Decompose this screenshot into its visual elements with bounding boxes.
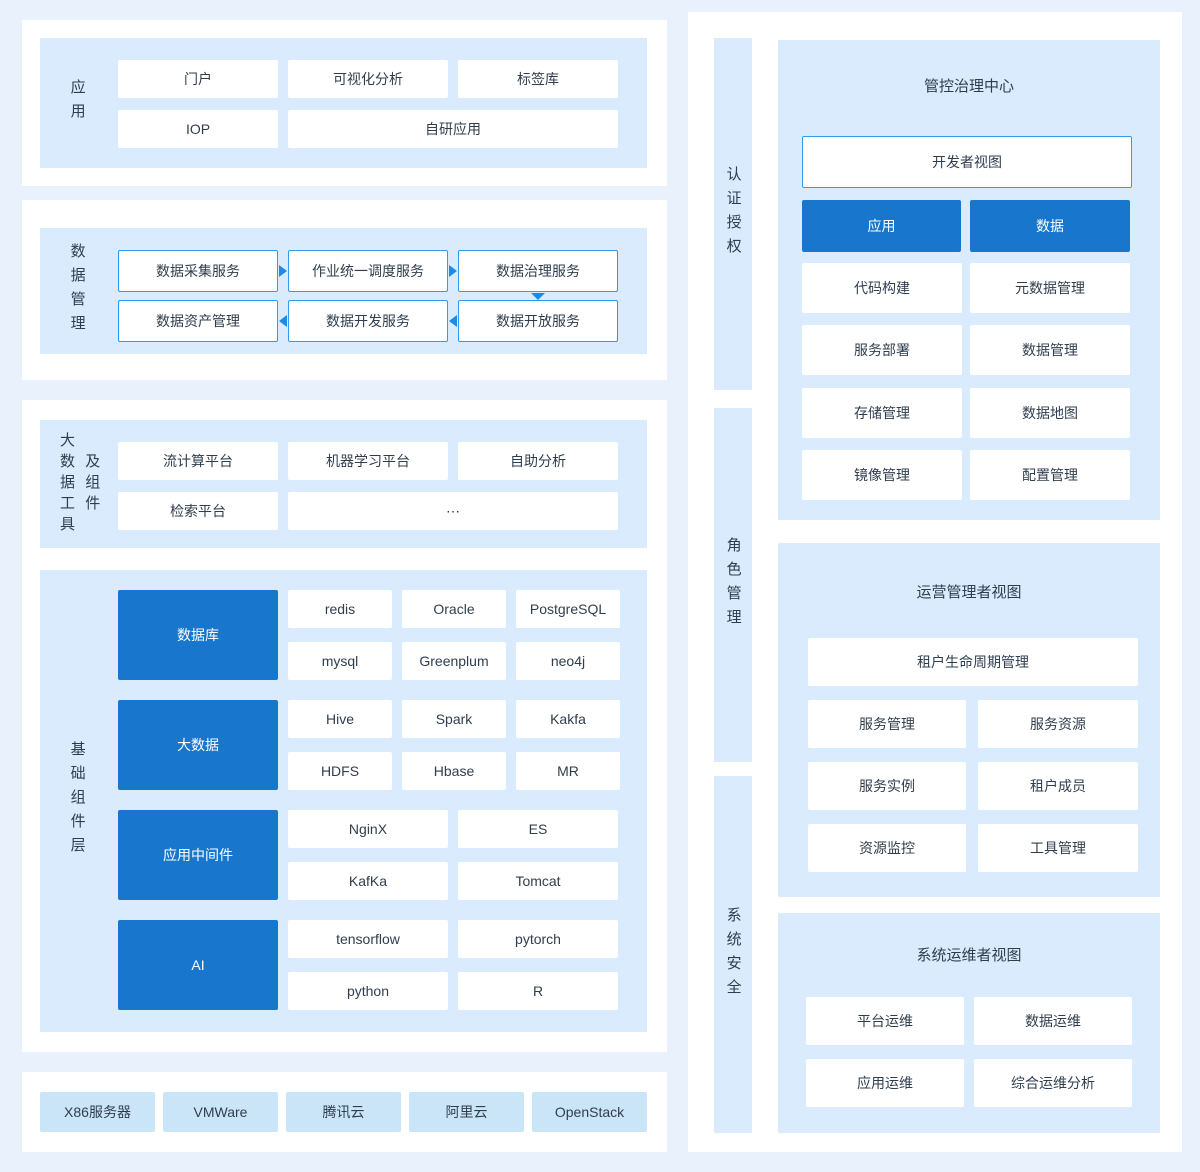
bar-authentication: 认证授权 [714, 38, 752, 390]
data-mgmt-label: 数据管理 [68, 243, 86, 339]
base-layer-label-wrap: 基础组件层 [52, 570, 102, 1032]
op-box-resource-monitor: 资源监控 [808, 824, 966, 872]
tools-label-main: 大数据工具 [58, 431, 75, 537]
arrow-left-icon [449, 315, 457, 327]
op-box-tool-mgmt: 工具管理 [978, 824, 1138, 872]
item-box-postgresql: PostgreSQL [516, 590, 620, 628]
app-section-card [22, 20, 667, 186]
group-box-middleware: 应用中间件 [118, 810, 278, 900]
app-box-iop: IOP [118, 110, 278, 148]
app-box-tag-library: 标签库 [458, 60, 618, 98]
operation-title: 运营管理者视图 [916, 583, 1022, 601]
flow-box-data-collection: 数据采集服务 [118, 250, 278, 292]
item-box-greenplum: Greenplum [402, 642, 506, 680]
tools-box-search-platform: 检索平台 [118, 492, 278, 530]
item-box-oracle: Oracle [402, 590, 506, 628]
ops-box-data-ops: 数据运维 [974, 997, 1132, 1045]
op-box-tenant-member: 租户成员 [978, 762, 1138, 810]
op-box-service-mgmt: 服务管理 [808, 700, 966, 748]
gov-box-data-map: 数据地图 [970, 388, 1130, 438]
ops-box-platform-ops: 平台运维 [806, 997, 964, 1045]
arrow-right-icon [449, 265, 457, 277]
app-section-label-wrap: 应用 [52, 38, 102, 168]
ops-title: 系统运维者视图 [916, 946, 1022, 964]
gov-box-metadata-mgmt: 元数据管理 [970, 263, 1130, 313]
ops-box-integrated-ops-analysis: 综合运维分析 [974, 1059, 1132, 1107]
developer-view-box: 开发者视图 [802, 136, 1132, 188]
gov-box-service-deploy: 服务部署 [802, 325, 962, 375]
item-box-spark: Spark [402, 700, 506, 738]
item-box-tomcat: Tomcat [458, 862, 618, 900]
infra-box-vmware: VMWare [163, 1092, 278, 1132]
group-box-ai: AI [118, 920, 278, 1010]
tools-box-ellipsis: ⋯ [288, 492, 618, 530]
base-layer-label: 基础组件层 [68, 741, 86, 861]
app-section-label: 应用 [68, 79, 86, 127]
item-box-mr: MR [516, 752, 620, 790]
ops-box-app-ops: 应用运维 [806, 1059, 964, 1107]
bar-authentication-label: 认证授权 [724, 166, 742, 262]
flow-box-data-asset: 数据资产管理 [118, 300, 278, 342]
item-box-python: python [288, 972, 448, 1010]
item-box-hbase: Hbase [402, 752, 506, 790]
item-box-kafka: KafKa [288, 862, 448, 900]
app-box-portal: 门户 [118, 60, 278, 98]
tools-box-machine-learning: 机器学习平台 [288, 442, 448, 480]
gov-box-code-build: 代码构建 [802, 263, 962, 313]
flow-box-data-governance: 数据治理服务 [458, 250, 618, 292]
bar-role-mgmt-label: 角色管理 [724, 537, 742, 633]
gov-box-image-mgmt: 镜像管理 [802, 450, 962, 500]
bar-system-security: 系统安全 [714, 776, 752, 1133]
tools-label-wrap: 大数据工具 及组件 [46, 420, 112, 548]
item-box-es: ES [458, 810, 618, 848]
app-box-self-developed: 自研应用 [288, 110, 618, 148]
tab-data: 数据 [970, 200, 1130, 252]
item-box-tensorflow: tensorflow [288, 920, 448, 958]
bar-role-mgmt: 角色管理 [714, 408, 752, 762]
flow-box-data-dev: 数据开发服务 [288, 300, 448, 342]
data-mgmt-label-wrap: 数据管理 [52, 228, 102, 354]
flow-box-job-scheduling: 作业统一调度服务 [288, 250, 448, 292]
infra-box-openstack: OpenStack [532, 1092, 647, 1132]
arrow-down-icon [531, 293, 545, 300]
gov-box-data-mgmt: 数据管理 [970, 325, 1130, 375]
gov-box-config-mgmt: 配置管理 [970, 450, 1130, 500]
infra-box-tencent-cloud: 腾讯云 [286, 1092, 401, 1132]
op-box-service-resource: 服务资源 [978, 700, 1138, 748]
op-box-service-instance: 服务实例 [808, 762, 966, 810]
app-box-visual-analysis: 可视化分析 [288, 60, 448, 98]
flow-box-data-open: 数据开放服务 [458, 300, 618, 342]
tools-label-side: 及组件 [83, 452, 101, 516]
infra-box-ali-cloud: 阿里云 [409, 1092, 524, 1132]
tab-application: 应用 [802, 200, 961, 252]
item-box-mysql: mysql [288, 642, 392, 680]
group-box-database: 数据库 [118, 590, 278, 680]
arrow-left-icon [279, 315, 287, 327]
group-box-bigdata: 大数据 [118, 700, 278, 790]
item-box-neo4j: neo4j [516, 642, 620, 680]
bar-system-security-label: 系统安全 [724, 906, 742, 1003]
item-box-nginx: NginX [288, 810, 448, 848]
item-box-pytorch: pytorch [458, 920, 618, 958]
tools-box-stream-computing: 流计算平台 [118, 442, 278, 480]
item-box-hdfs: HDFS [288, 752, 392, 790]
governance-title: 管控治理中心 [923, 77, 1014, 95]
gov-box-storage-mgmt: 存储管理 [802, 388, 962, 438]
op-box-tenant-lifecycle: 租户生命周期管理 [808, 638, 1138, 686]
tools-box-self-service-analysis: 自助分析 [458, 442, 618, 480]
item-box-kakfa: Kakfa [516, 700, 620, 738]
infra-box-x86-server: X86服务器 [40, 1092, 155, 1132]
arrow-right-icon [279, 265, 287, 277]
item-box-redis: redis [288, 590, 392, 628]
item-box-r: R [458, 972, 618, 1010]
app-section-panel [40, 38, 647, 168]
item-box-hive: Hive [288, 700, 392, 738]
